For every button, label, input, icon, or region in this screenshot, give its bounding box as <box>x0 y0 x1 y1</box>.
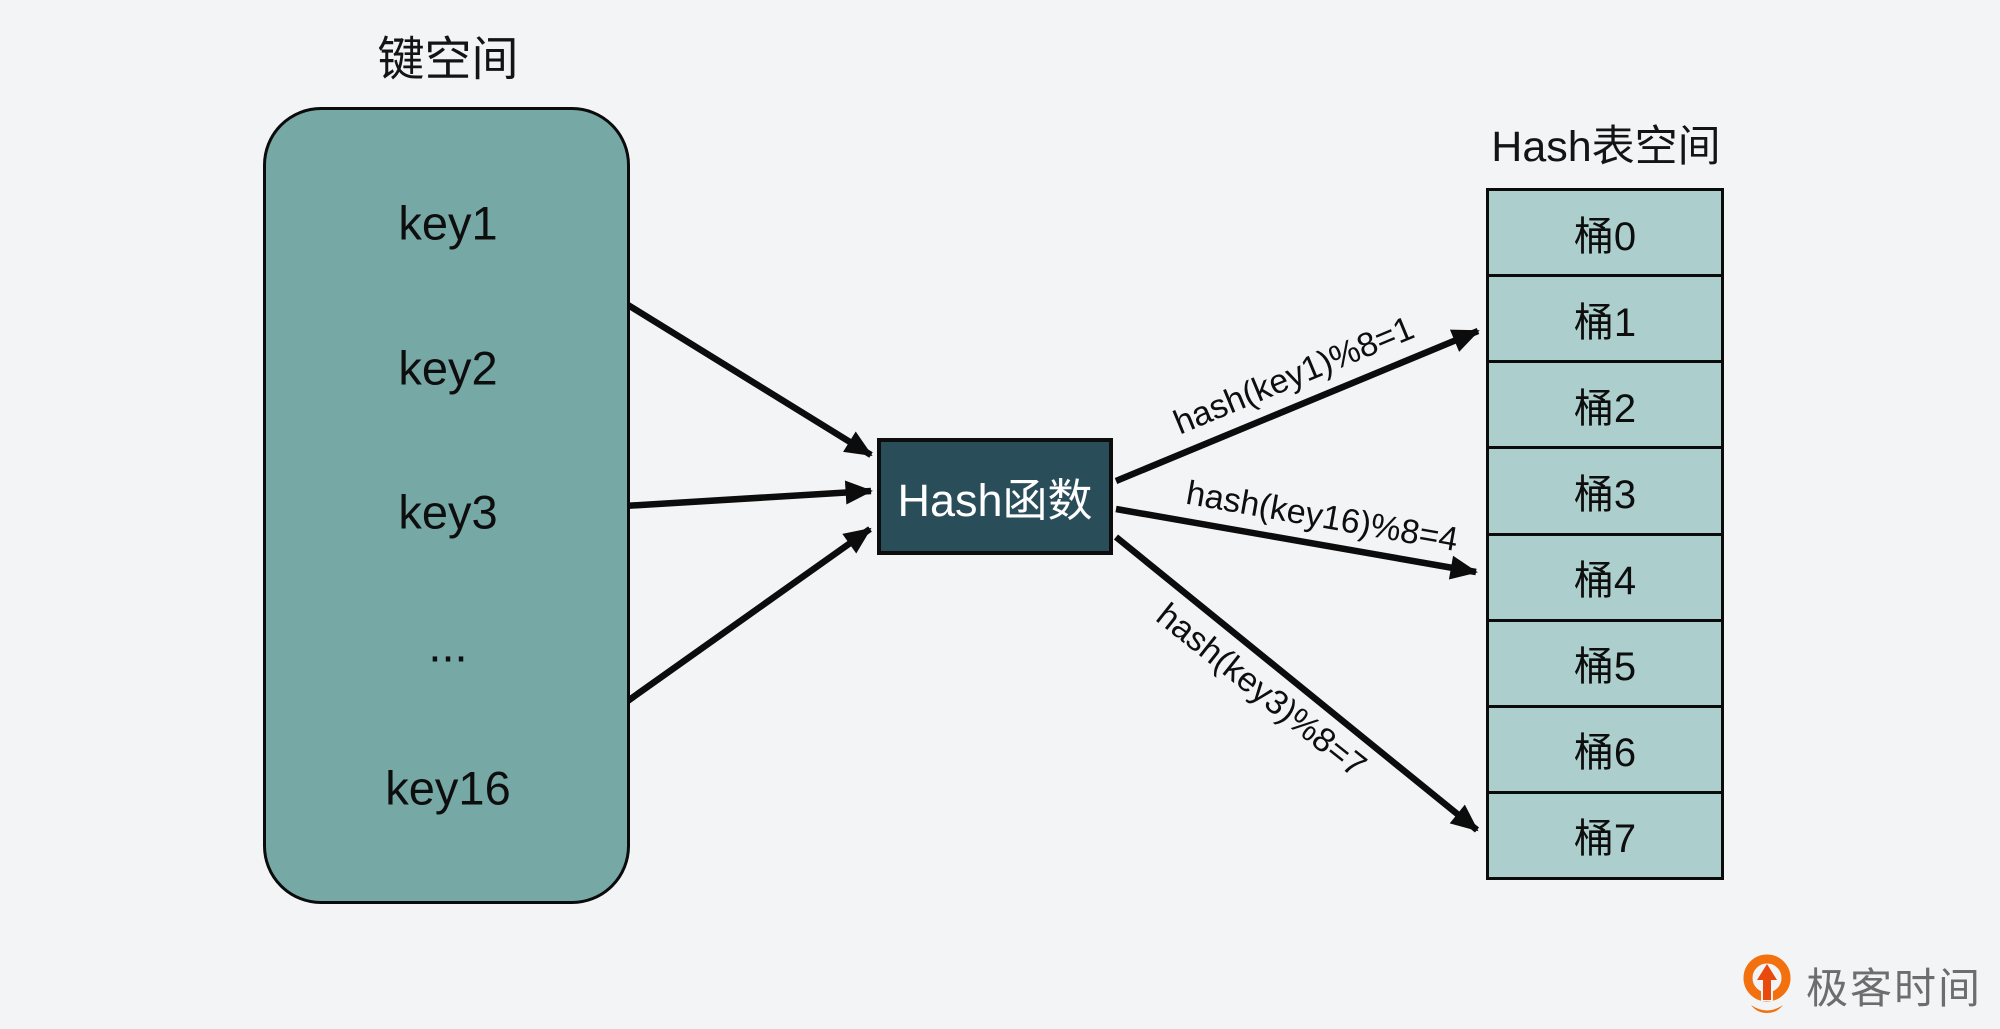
bucket-row-3: 桶3 <box>1489 449 1721 536</box>
arrow-hash-to-bucket7 <box>1113 534 1480 833</box>
key-label-key16: key16 <box>385 761 511 815</box>
key-label-key1: key1 <box>398 196 498 250</box>
mapping-label-key16: hash(key16)%8=4 <box>1183 473 1461 560</box>
geektime-logo: 极客时间 <box>1742 953 1982 1017</box>
hash-function-box: Hash函数 <box>877 438 1113 555</box>
key-label-ellipsis: ... <box>428 618 468 672</box>
bucket-row-4: 桶4 <box>1489 536 1721 622</box>
key-space-box <box>263 107 630 904</box>
geektime-logo-text: 极客时间 <box>1806 964 1983 1012</box>
hash-table-title: Hash表空间 <box>1491 123 1721 171</box>
bucket-row-5: 桶5 <box>1489 622 1721 708</box>
bucket-row-6: 桶6 <box>1489 708 1721 794</box>
bucket-row-7: 桶7 <box>1573 817 1637 862</box>
key-label-key3: key3 <box>398 485 498 539</box>
bucket-row-2: 桶2 <box>1489 363 1721 450</box>
key-label-key2: key2 <box>398 341 498 395</box>
mapping-label-key1: hash(key1)%8=1 <box>1168 308 1420 443</box>
hash-function-label: Hash函数 <box>897 475 1093 526</box>
mapping-label-key3: hash(key3)%8=7 <box>1149 596 1374 786</box>
geektime-logo-icon <box>1743 954 1791 1013</box>
bucket-row-1: 桶1 <box>1489 277 1721 364</box>
bucket-row-0: 桶0 <box>1489 191 1721 278</box>
key-space-title: 键空间 <box>377 32 519 86</box>
hash-table: 桶0 桶1 桶2 桶3 桶4 桶5 桶6 桶7 <box>1486 188 1724 880</box>
